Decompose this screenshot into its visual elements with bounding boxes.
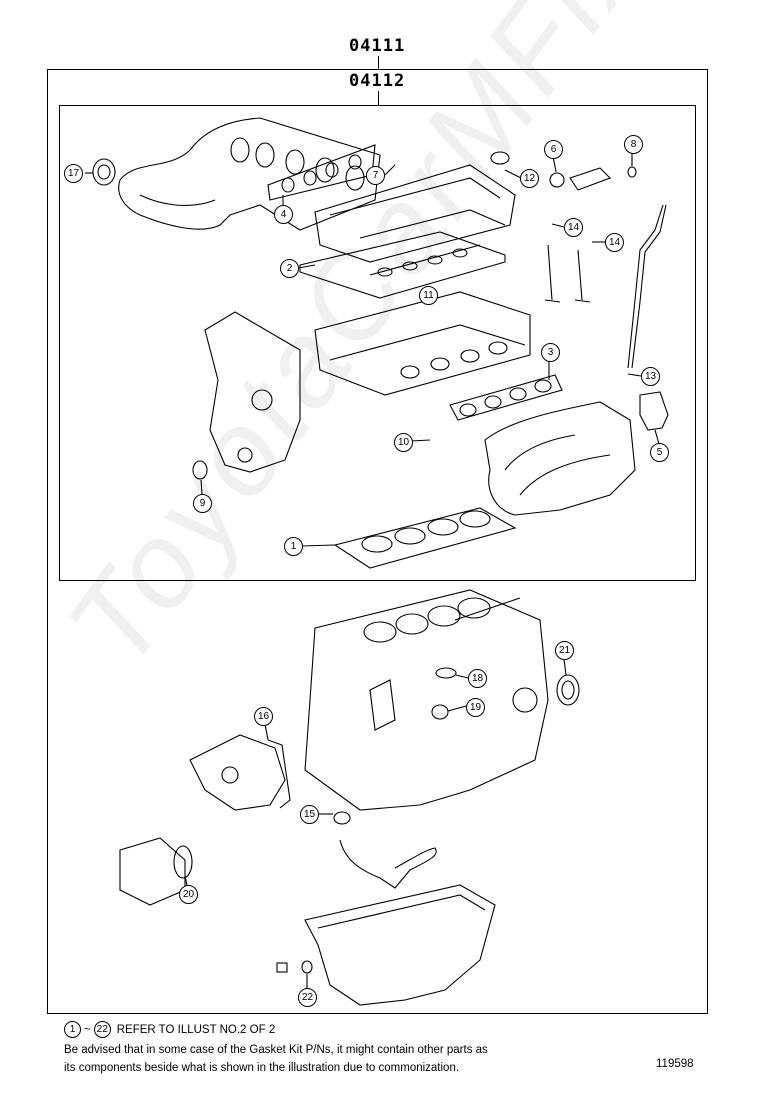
callout-8: 8: [624, 135, 643, 154]
refer-text: REFER TO ILLUST NO.2 OF 2: [116, 1023, 276, 1036]
kit-04111-frame: [47, 69, 708, 1014]
refer-range-separator: ~: [84, 1023, 91, 1036]
illustration-id: 119598: [656, 1058, 694, 1070]
callout-16: 15: [300, 805, 319, 824]
refer-range-start: 1: [64, 1021, 81, 1038]
seal: [431, 704, 449, 720]
leader-line: [378, 91, 379, 106]
cylinder-head: [314, 291, 531, 396]
callout-3: 3: [541, 343, 560, 362]
advice-line-1: Be advised that in some case of the Gask…: [64, 1044, 488, 1056]
drain-plug-gasket: [301, 960, 313, 974]
intake-manifold: [484, 401, 636, 516]
camshaft-seal: [92, 158, 116, 186]
oil-pump-gasket: [267, 739, 291, 809]
callout-15: 17: [64, 164, 83, 183]
intake-manifold-gasket: [449, 374, 563, 421]
callout-12: 12: [520, 169, 539, 188]
valve: [544, 244, 561, 303]
cylinder-head-cover: [314, 164, 516, 263]
callout-9: 9: [193, 494, 212, 513]
strainer-gasket: [333, 811, 351, 825]
oil-pan: [304, 884, 496, 1006]
oil-filter-o-ring: [173, 845, 193, 879]
oil-level-gauge-guide: [627, 204, 664, 369]
throttle-body-gasket: [639, 391, 669, 431]
kit-part-number-04111: 04111: [349, 36, 406, 56]
cylinder-head-gasket: [333, 507, 517, 569]
callout-5: 5: [650, 443, 669, 462]
callout-7: 7: [366, 166, 385, 185]
head-cover-gasket: [299, 231, 506, 299]
crankshaft-front-seal: [192, 460, 208, 480]
pcv-hose: [569, 167, 611, 191]
leader-line: [378, 56, 379, 69]
rear-oil-seal: [556, 674, 580, 706]
callout-1: 1: [284, 537, 303, 556]
refer-range-end: 22: [93, 1021, 111, 1038]
oil-pump: [189, 734, 286, 811]
callout-14b: 14: [605, 233, 624, 252]
valve: [574, 249, 591, 303]
callout-21: 21: [555, 641, 574, 660]
oil-strainer: [339, 839, 437, 889]
callout-22: 22: [298, 988, 317, 1007]
oil-filler-cap: [490, 151, 510, 165]
callout-11: 11: [419, 286, 438, 305]
spark-plug-gasket-row: [369, 244, 481, 276]
callout-10: 10: [394, 433, 413, 452]
callout-20: 20: [179, 885, 198, 904]
refer-note: 1 ~ 22 REFER TO ILLUST NO.2 OF 2: [64, 1021, 275, 1038]
callout-18: 18: [468, 669, 487, 688]
o-ring: [435, 667, 457, 679]
callout-19: 19: [466, 698, 485, 717]
drain-plug: [276, 962, 288, 973]
callout-2: 2: [280, 259, 299, 278]
callout-13: 13: [641, 367, 660, 386]
exhaust-manifold-gasket: [267, 144, 376, 201]
cylinder-block: [304, 589, 549, 811]
advice-line-2: its components beside what is shown in t…: [64, 1062, 460, 1074]
callout-17: 16: [254, 707, 273, 726]
kit-04112-frame: [59, 105, 696, 581]
kit-part-number-04112: 04112: [349, 71, 406, 91]
callout-14a: 14: [564, 218, 583, 237]
callout-4: 4: [274, 205, 293, 224]
callout-6: 6: [544, 140, 563, 159]
ring: [549, 172, 565, 188]
timing-cover: [204, 311, 301, 473]
exhaust-manifold: [118, 117, 381, 231]
